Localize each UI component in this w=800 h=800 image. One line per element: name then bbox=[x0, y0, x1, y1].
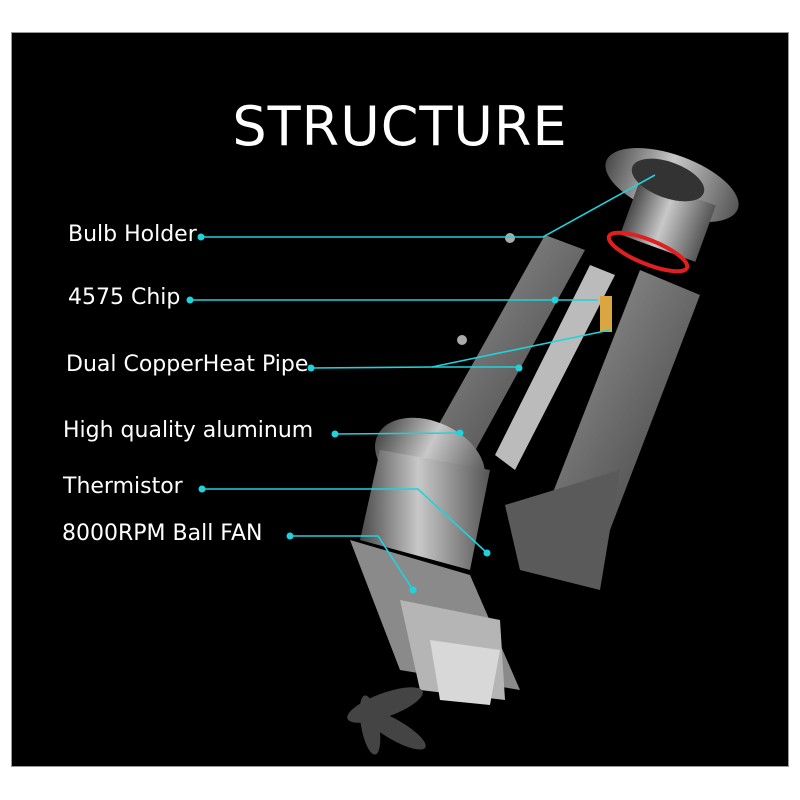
label-bulb-holder: Bulb Holder bbox=[68, 222, 197, 247]
label-dual-copper-heat-pipe: Dual CopperHeat Pipe bbox=[66, 352, 309, 377]
heat-sink-fins bbox=[350, 540, 520, 705]
label-high-quality-aluminum: High quality aluminum bbox=[63, 418, 314, 443]
label-4575-chip: 4575 Chip bbox=[68, 285, 181, 310]
leader-thermistor bbox=[202, 488, 488, 554]
label-ball-fan: 8000RPM Ball FAN bbox=[62, 521, 263, 546]
seal-ring bbox=[606, 230, 690, 274]
aluminum-collar bbox=[360, 417, 490, 570]
leader-fan bbox=[290, 535, 414, 591]
leader-lines bbox=[190, 174, 656, 591]
led-chip bbox=[600, 296, 612, 332]
leader-heat-pipe-b bbox=[431, 329, 611, 368]
leader-aluminum bbox=[334, 432, 461, 435]
screw bbox=[457, 335, 467, 345]
bulb-holder-part bbox=[605, 148, 739, 262]
label-thermistor: Thermistor bbox=[63, 474, 183, 499]
page-title: STRUCTURE bbox=[232, 95, 568, 158]
screw bbox=[505, 233, 515, 243]
leader-bulb-holder bbox=[201, 174, 656, 238]
fan-blades bbox=[347, 687, 426, 755]
leader-dots bbox=[186, 233, 559, 594]
heat-pipe-body bbox=[430, 235, 700, 590]
